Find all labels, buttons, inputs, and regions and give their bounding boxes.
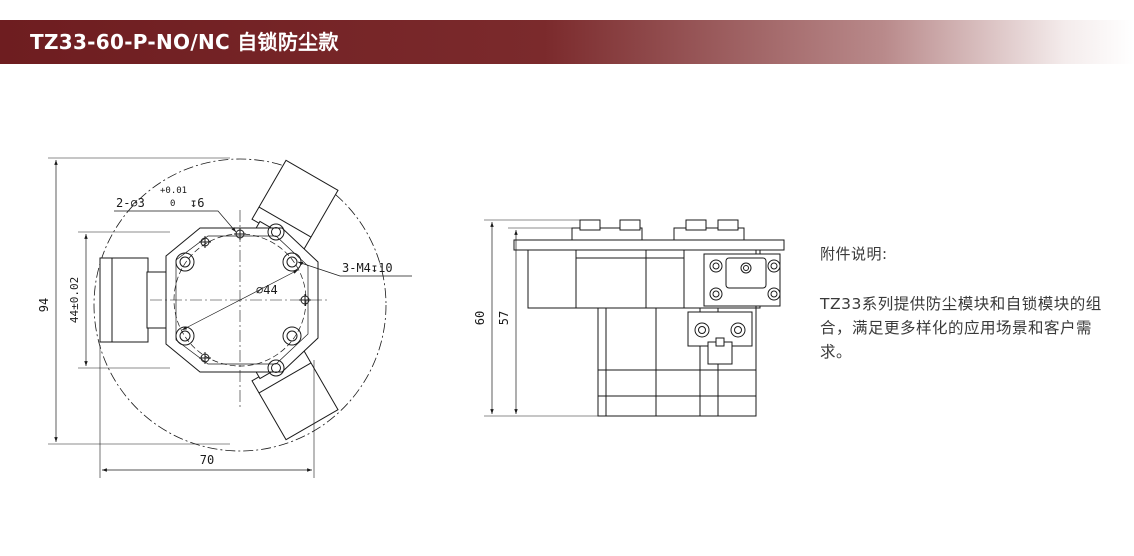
dim-pcd-label: ⌀44 [256,283,278,297]
dim-44-label: 44±0.02 [68,277,81,323]
front-view [48,157,412,478]
dim-pin-hole-label: 2-⌀3 [116,196,145,210]
side-dim-60-label: 60 [473,311,487,325]
side-view [484,219,785,417]
outer-envelope-circle [93,158,387,452]
dim-thread-label: 3-M4↧10 [342,261,393,275]
dim-pin-tol-upper: +0.01 [160,186,187,196]
dim-pin-tol-lower: 0 [170,199,175,209]
notes-heading: 附件说明: [820,245,888,263]
pin-holes [199,228,311,364]
dim-pin-depth: ↧6 [190,196,204,210]
page-title: TZ33-60-P-NO/NC 自锁防尘款 [30,30,339,54]
dim-70-label: 70 [200,453,214,467]
notes-body: TZ33系列提供防尘模块和自锁模块的组合，满足更多样化的应用场景和客户需求。 [820,295,1102,361]
notes-panel: 附件说明: TZ33系列提供防尘模块和自锁模块的组合，满足更多样化的应用场景和客… [820,243,1120,364]
dim-94-label: 94 [37,298,51,312]
side-dim-57-label: 57 [497,311,511,325]
title-banner: TZ33-60-P-NO/NC 自锁防尘款 [0,20,1134,64]
